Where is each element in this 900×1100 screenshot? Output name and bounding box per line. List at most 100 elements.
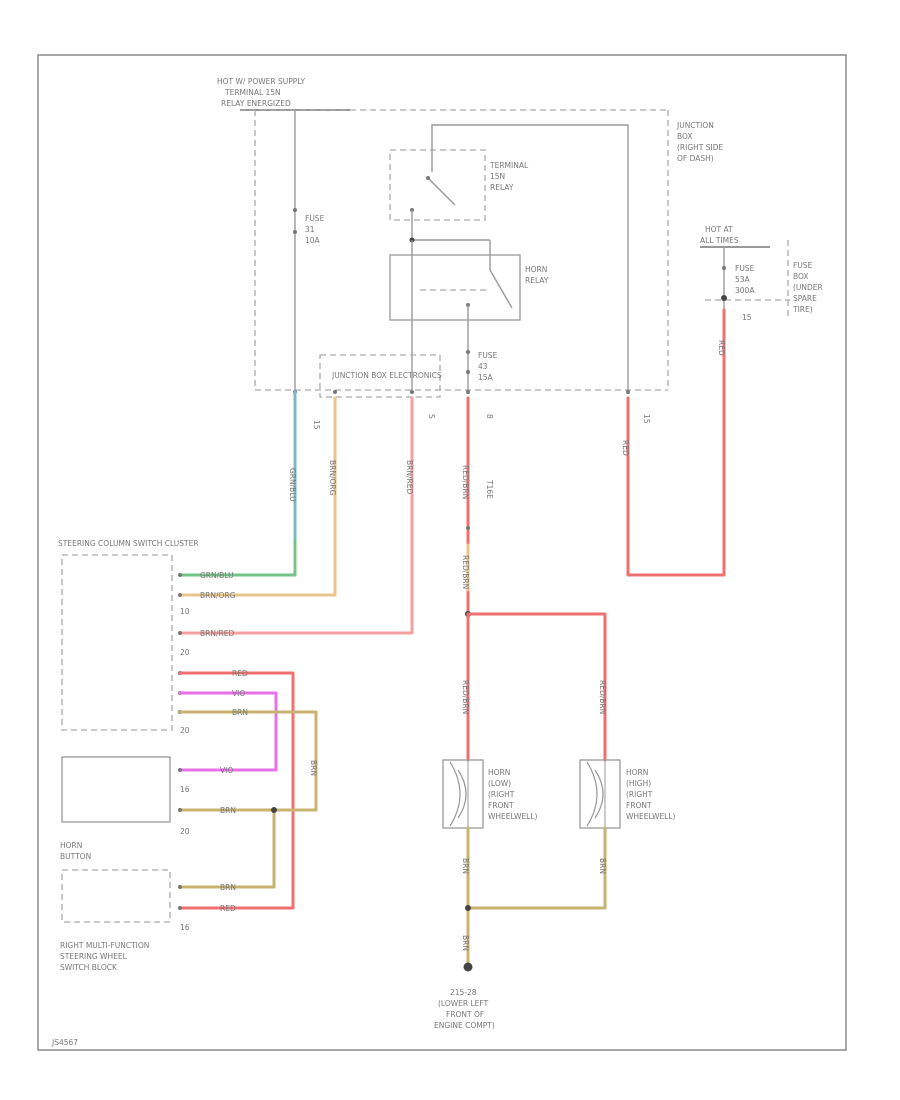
horn-button-line-2: BUTTON — [60, 852, 91, 861]
mfsw-label: RIGHT MULTI-FUNCTION STEERING WHEEL SWIT… — [60, 941, 149, 972]
jb-pin-marker-5 — [626, 390, 630, 394]
steering-column-box — [61, 554, 173, 731]
wire-code-sc2: BRN/ORG — [200, 591, 236, 600]
fuse-31-line-1: FUSE — [305, 214, 325, 223]
fuse-box-label: FUSE BOX (UNDER SPARE TIRE) — [792, 261, 823, 314]
terminal-relay-line-1: TERMINAL — [489, 161, 529, 170]
horn-high-icon — [579, 759, 621, 829]
wire-code-vert-brn: BRN — [309, 760, 318, 776]
horn-button-box — [61, 756, 171, 823]
wire-code-horn-low-feed: RED/BRN — [461, 680, 470, 714]
fuse-43-contact-bottom — [466, 370, 470, 374]
horn-low-line-1: HORN — [488, 768, 510, 777]
horn-high-line-4: FRONT — [626, 801, 652, 810]
connector-pin: T16E — [485, 479, 494, 499]
main-fuse-bottom — [721, 295, 727, 301]
mf-pin-marker-2 — [178, 906, 182, 910]
wire-code-horn-high-feed: RED/BRN — [598, 680, 607, 714]
horn-low-line-5: WHEELWELL) — [488, 812, 538, 821]
wire-brn-org — [178, 396, 337, 597]
ground-line-2: (LOWER LEFT — [438, 999, 489, 1008]
sc-pin-2: 20 — [180, 648, 190, 657]
sc-pin-3: 20 — [180, 726, 190, 735]
fuse-box-line-1: FUSE — [793, 261, 813, 270]
main-fuse-line-3: 300A — [735, 286, 755, 295]
horn-button-line-1: HORN — [60, 841, 82, 850]
fuse-box-line-2: BOX — [793, 272, 809, 281]
terminal-relay-label: TERMINAL 15N RELAY — [489, 161, 529, 192]
fuse-43-line-1: FUSE — [478, 351, 498, 360]
fuse-31-contact-top — [293, 208, 297, 212]
wire-code-mf-brn: BRN — [220, 883, 236, 892]
horn-low-line-3: (RIGHT — [488, 790, 515, 799]
terminal-relay-box — [389, 149, 486, 221]
horn-relay-box — [389, 254, 521, 321]
horn-high-label: HORN (HIGH) (RIGHT FRONT WHEELWELL) — [626, 768, 676, 821]
wire-brn-red — [178, 396, 414, 635]
mf-pin-marker-1 — [178, 885, 182, 889]
junction-box-line-3: (RIGHT SIDE — [677, 143, 724, 152]
power-supply-label: HOT W/ POWER SUPPLY TERMINAL 15N RELAY E… — [217, 77, 305, 108]
hb-pin-2: 20 — [180, 827, 190, 836]
fuse-box-line-3: (UNDER — [793, 283, 823, 292]
hb-pin-marker-1 — [178, 768, 182, 772]
sc-pin-1: 10 — [180, 607, 190, 616]
hot-at-all-times-label: HOT AT ALL TIMES — [700, 225, 739, 245]
wire-code-vio: VIO — [232, 689, 245, 698]
fuse-31-line-2: 31 — [305, 225, 315, 234]
wire-code-horn-feed: RED/BRN — [461, 555, 470, 589]
wire-code-w6: RED — [717, 340, 726, 356]
wire-code-w4: RED/BRN — [461, 465, 470, 499]
junction-box-line-2: BOX — [677, 132, 693, 141]
mfsw-line-3: SWITCH BLOCK — [60, 963, 118, 972]
fuse-43-contact-top — [466, 350, 470, 354]
fuse-43-label: FUSE 43 15A — [478, 351, 498, 382]
ground-line-1: 215-28 — [450, 988, 477, 997]
ground-splice — [465, 905, 471, 911]
power-supply-line-3: RELAY ENERGIZED — [221, 99, 291, 108]
main-fuse-line-2: 53A — [735, 275, 751, 284]
ground-line-4: ENGINE COMPT) — [434, 1021, 495, 1030]
fuse-31-contact-bottom — [293, 230, 297, 234]
hb-pin-1: 16 — [180, 785, 190, 794]
sc-pin-marker-3 — [178, 631, 182, 635]
wire-vio-steering — [178, 691, 278, 772]
hot-line-2: ALL TIMES — [700, 236, 739, 245]
wire-code-hb-brn: BRN — [220, 806, 236, 815]
fuse-31-label: FUSE 31 10A — [305, 214, 325, 245]
horn-high-line-1: HORN — [626, 768, 648, 777]
fuse-43-line-3: 15A — [478, 373, 494, 382]
wire-code-brn: BRN — [232, 708, 248, 717]
horn-low-icon — [442, 759, 484, 829]
jb-pin-marker-2 — [333, 390, 337, 394]
horn-relay-line-2: RELAY — [525, 276, 549, 285]
fuse-31-line-3: 10A — [305, 236, 321, 245]
wire-code-w2: BRN/ORG — [328, 460, 337, 496]
jb-pin-4: 15 — [642, 414, 651, 424]
main-fuse-top — [722, 266, 726, 270]
horn-high-line-2: (HIGH) — [626, 779, 651, 788]
fuse-43-line-2: 43 — [478, 362, 488, 371]
wire-code-red: RED — [232, 669, 248, 678]
jb-pin-marker-3 — [410, 390, 414, 394]
wire-brn-steering — [178, 710, 318, 812]
horn-low-line-2: (LOW) — [488, 779, 511, 788]
hot-line-1: HOT AT — [705, 225, 733, 234]
main-fuse-label: FUSE 53A 300A — [735, 264, 755, 295]
junction-box-line-1: JUNCTION — [676, 121, 714, 130]
horn-relay-label: HORN RELAY — [525, 265, 549, 285]
horn-high-line-5: WHEELWELL) — [626, 812, 676, 821]
ground-point — [463, 962, 473, 972]
power-supply-line-1: HOT W/ POWER SUPPLY — [217, 77, 305, 86]
wire-red-right — [626, 308, 726, 577]
wire-red-steering — [178, 671, 295, 910]
wire-code-gnd-high: BRN — [598, 858, 607, 874]
sc-pin-marker-2 — [178, 593, 182, 597]
fuse-box-line-4: SPARE — [793, 294, 817, 303]
mfsw-line-1: RIGHT MULTI-FUNCTION — [60, 941, 149, 950]
relay-supply-wire — [431, 124, 629, 390]
horn-low-line-4: FRONT — [488, 801, 514, 810]
ground-line-3: FRONT OF — [446, 1010, 484, 1019]
wire-code-gnd-low: BRN — [461, 858, 470, 874]
